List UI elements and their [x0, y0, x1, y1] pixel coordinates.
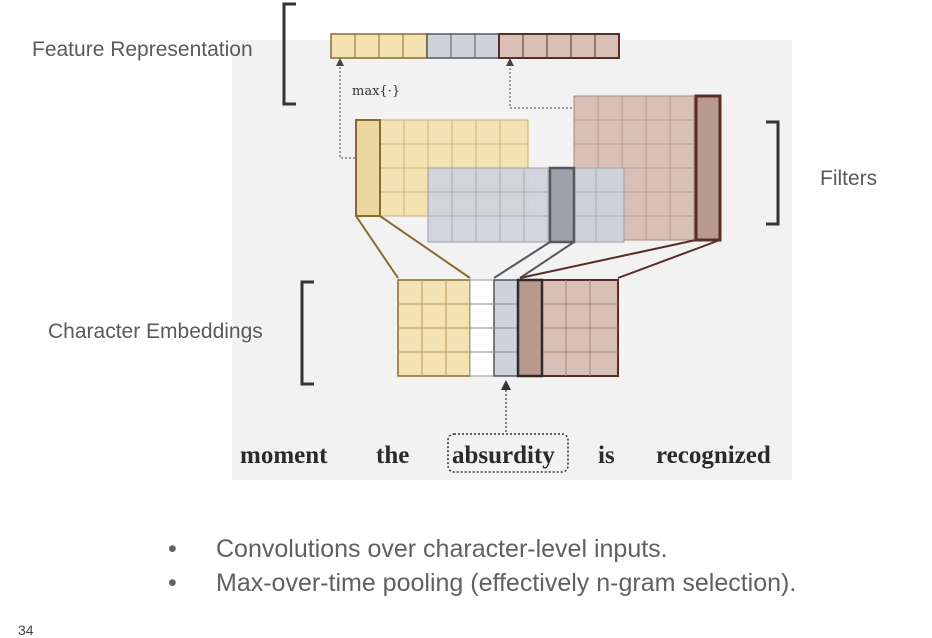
sentence-word-highlighted: absurdity	[452, 442, 555, 469]
filters-label: Filters	[820, 167, 878, 190]
filter-pink	[573, 94, 722, 242]
word-arrowhead	[501, 380, 511, 390]
feature-bracket	[282, 2, 296, 106]
arrowhead-left	[336, 58, 344, 66]
bullet-list: • Convolutions over character-level input…	[168, 532, 796, 600]
feature-vector	[330, 33, 620, 59]
bullet-text: Convolutions over character-level inputs…	[216, 535, 668, 563]
character-embedding-matrix	[397, 278, 619, 378]
bullet-item: • Convolutions over character-level input…	[168, 532, 796, 566]
sentence-word: is	[598, 442, 615, 469]
sentence-word: the	[376, 442, 409, 469]
sentence-word: moment	[240, 442, 328, 469]
feature-representation-label: Feature Representation	[32, 38, 253, 61]
bullet-dot-icon: •	[168, 535, 177, 563]
filters-bracket	[766, 120, 780, 226]
connector-lines	[355, 215, 721, 279]
bullet-dot-icon: •	[168, 569, 177, 597]
arrowhead-right	[506, 58, 514, 66]
highlighted-word-box	[447, 433, 569, 473]
character-embeddings-label: Character Embeddings	[48, 320, 263, 343]
filter-gray	[427, 166, 625, 244]
embeddings-bracket	[300, 280, 314, 386]
page-number: 34	[18, 622, 34, 638]
sentence-word: recognized	[656, 442, 771, 469]
max-operator-label: max{·}	[352, 84, 400, 99]
bullet-text: Max-over-time pooling (effectively n-gra…	[216, 569, 797, 597]
bullet-item: • Max-over-time pooling (effectively n-gr…	[168, 566, 796, 600]
